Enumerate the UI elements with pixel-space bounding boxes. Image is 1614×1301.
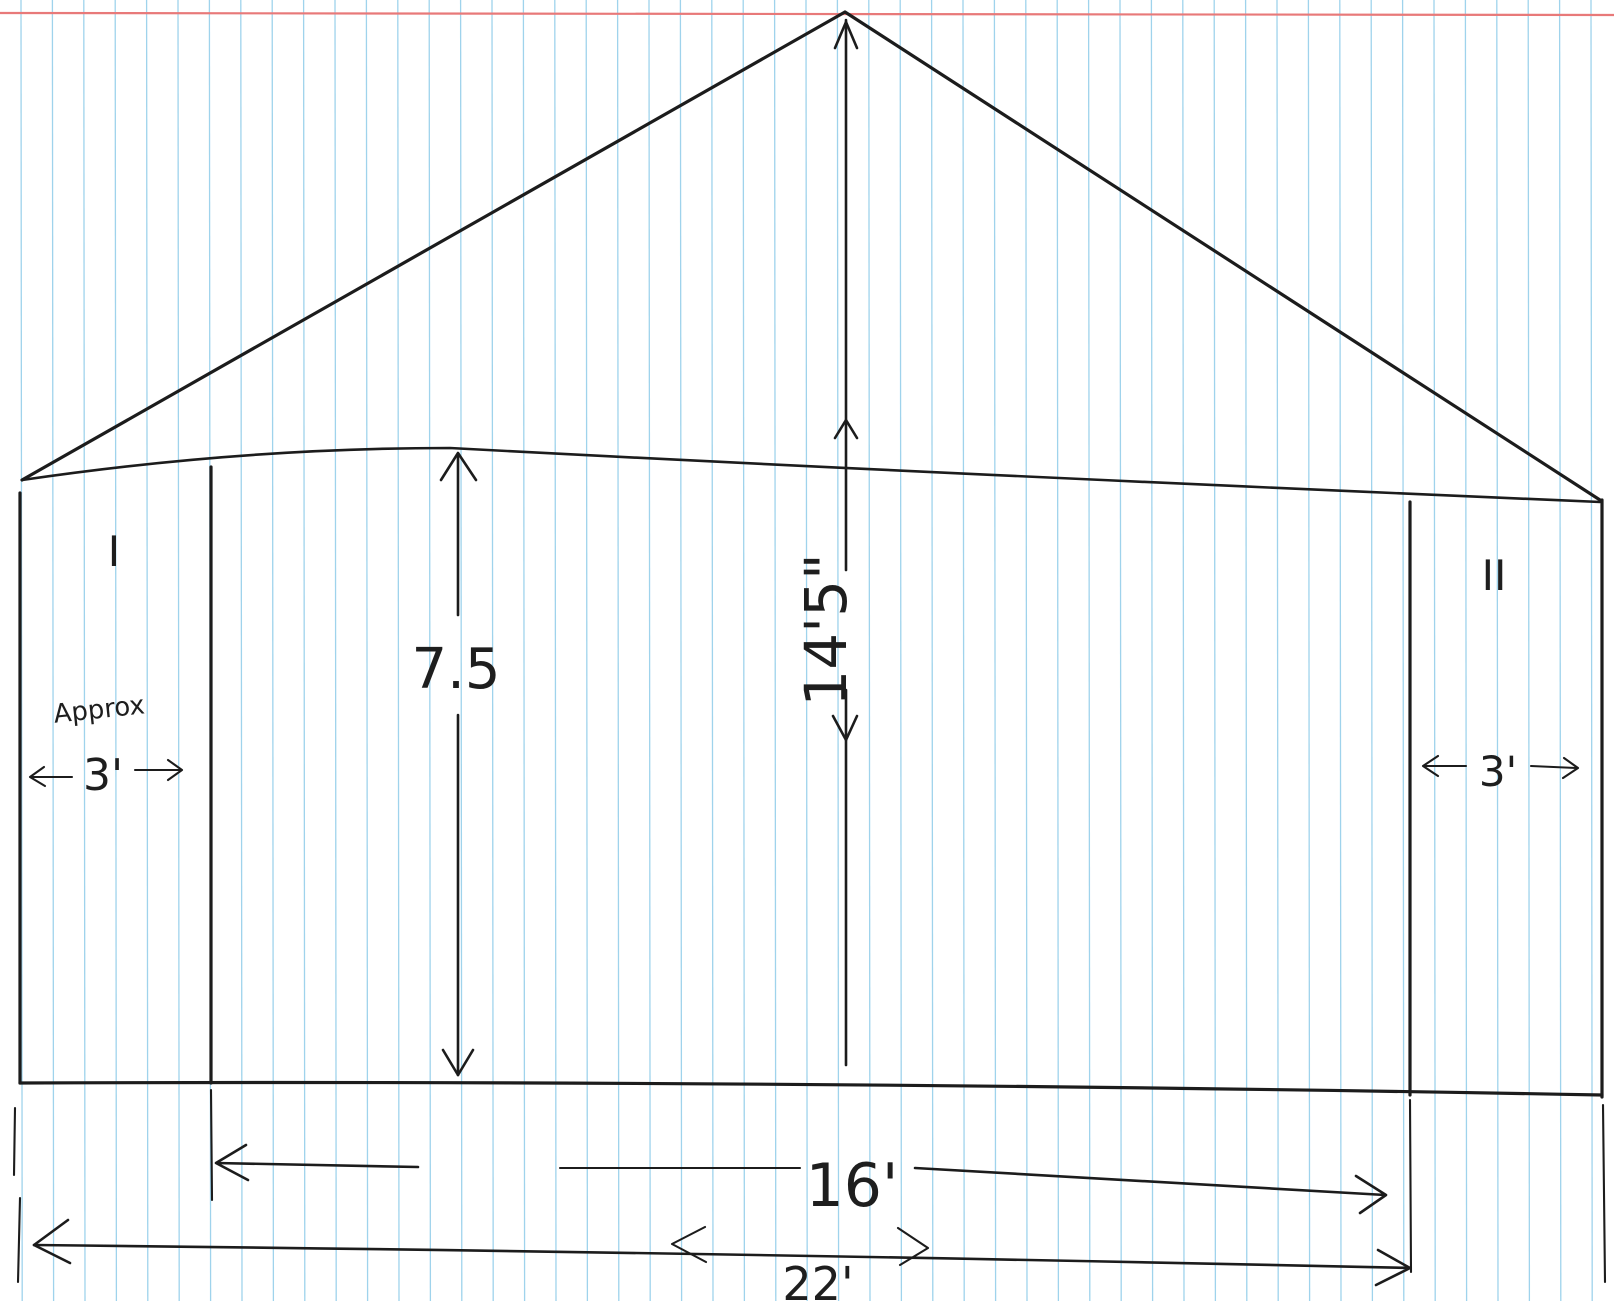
left-width-arrow-right xyxy=(133,758,184,782)
paper-rule-line xyxy=(51,0,55,1301)
total-width-arrowhead-left xyxy=(32,1218,72,1265)
paper-rule-line xyxy=(585,0,589,1301)
paper-rule-line xyxy=(899,0,903,1301)
roof-right-slope xyxy=(843,10,1602,502)
wall-height-label: 7.5 xyxy=(411,637,500,702)
paper-rule-line xyxy=(240,0,243,1301)
paper-rule-line xyxy=(1527,0,1531,1301)
paper-rule-line xyxy=(742,0,746,1301)
ground-line xyxy=(18,1080,1604,1097)
left-width-arrow-left xyxy=(28,765,74,788)
paper-rule-line xyxy=(1213,0,1217,1301)
left-outer-post-extension xyxy=(12,1106,22,1284)
center-height-arrowhead-mid xyxy=(833,418,859,440)
center-span-arrow-left xyxy=(214,1143,420,1182)
center-span-label: 16' xyxy=(806,1151,899,1221)
total-width-arrow-line xyxy=(32,1243,1412,1270)
paper-rule-line xyxy=(334,0,337,1301)
paper-margin-line xyxy=(0,11,1614,17)
paper-rule-line xyxy=(1464,0,1468,1301)
left-side-width-label: 3' xyxy=(83,750,123,801)
wall-height-arrowhead-top xyxy=(439,451,478,482)
paper-rule-line xyxy=(1087,0,1091,1301)
paper-rule-line xyxy=(1558,0,1562,1301)
paper-rule-line xyxy=(1119,0,1122,1301)
wall-height-arrowhead-bottom xyxy=(441,1048,475,1077)
approx-note: Approx xyxy=(52,690,146,729)
paper-rule-line xyxy=(1056,0,1060,1301)
paper-rule-line xyxy=(1244,0,1248,1301)
right-inner-post-extension xyxy=(1408,1098,1413,1274)
left-inner-post-extension xyxy=(209,1088,214,1202)
paper-rule-line xyxy=(648,0,651,1301)
paper-rule-line xyxy=(114,0,118,1301)
paper-rule-line xyxy=(993,0,997,1301)
paper-rule-line xyxy=(1339,0,1342,1301)
paper-rule-line xyxy=(711,0,714,1301)
paper-rule-line xyxy=(868,0,871,1301)
total-width-label: 22' xyxy=(782,1257,853,1301)
paper-rule-line xyxy=(271,0,275,1301)
total-width-mid-arrows xyxy=(670,1225,930,1267)
paper-rule-line xyxy=(1150,0,1154,1301)
total-width-arrowhead-right xyxy=(1374,1248,1412,1287)
paper-rule-line xyxy=(930,0,934,1301)
paper-rule-line xyxy=(554,0,557,1301)
paper-rule-line xyxy=(1182,0,1185,1301)
paper-rule-line xyxy=(1401,0,1405,1301)
paper-rule-line xyxy=(1276,0,1279,1301)
paper-rule-line xyxy=(773,0,777,1301)
left-section-marker: I xyxy=(108,527,120,576)
right-width-arrow-right xyxy=(1529,756,1580,780)
right-outer-post-extension xyxy=(1601,1103,1607,1284)
center-span-arrow-right xyxy=(913,1166,1388,1215)
paper-rule-line xyxy=(177,0,180,1301)
paper-rule-line xyxy=(1307,0,1311,1301)
paper-rule-line xyxy=(302,0,306,1301)
paper-rule-line xyxy=(397,0,400,1301)
center-height-arrowhead-bottom xyxy=(831,714,859,742)
roof-left-slope xyxy=(20,10,847,482)
paper-rule-line xyxy=(365,0,369,1301)
paper-rule-line xyxy=(145,0,149,1301)
right-side-width-label: 3' xyxy=(1479,747,1517,796)
paper-rule-line xyxy=(616,0,620,1301)
paper-rule-line xyxy=(1433,0,1436,1301)
eave-line xyxy=(20,446,1602,504)
paper-rule-line xyxy=(1590,0,1593,1301)
center-height-arrowhead-top xyxy=(833,20,859,50)
paper-rule-line xyxy=(962,0,965,1301)
paper-rule-line xyxy=(1370,0,1374,1301)
right-width-arrow-left xyxy=(1421,754,1468,778)
paper-rule-line xyxy=(83,0,86,1301)
center-height-label: 14'5" xyxy=(792,553,860,706)
paper-rule-line xyxy=(1496,0,1499,1301)
paper-rule-line xyxy=(679,0,683,1301)
right-section-marker: II xyxy=(1482,551,1507,600)
paper-rule-line xyxy=(1025,0,1028,1301)
